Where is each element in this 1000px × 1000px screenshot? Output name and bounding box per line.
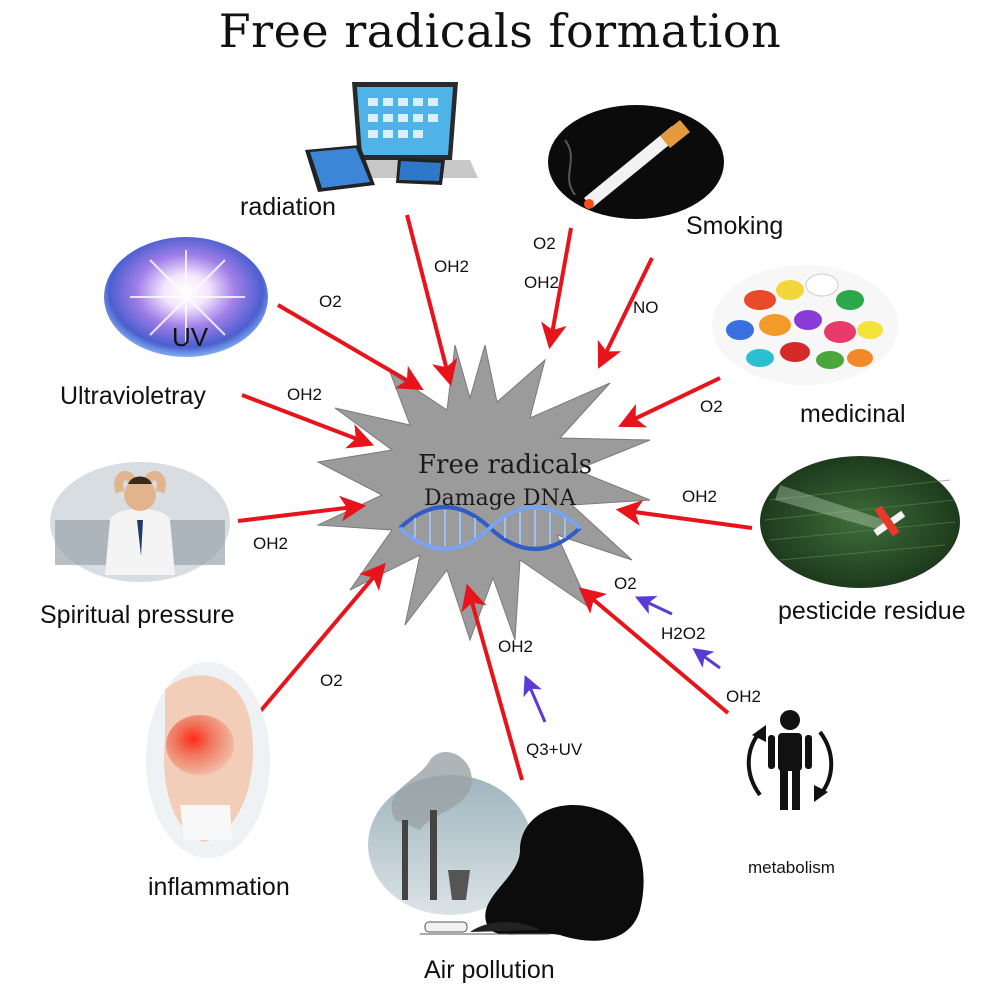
arrow-label-metabolism-o2: O2: [614, 574, 637, 593]
arrow-label-medicinal-o2: O2: [700, 397, 723, 416]
arrow-spiritual: [237, 495, 367, 523]
label-pesticide-residue: pesticide residue: [778, 597, 966, 625]
label-ultravioletray: Ultravioletray: [60, 382, 206, 410]
free-radical-starburst: [316, 344, 651, 642]
arrow-air: [461, 583, 524, 781]
arrow-label-spiritual-oh2: OH2: [253, 534, 288, 553]
human-metabolism-icon: [746, 710, 834, 810]
label-inflammation: inflammation: [148, 873, 290, 901]
arrow-medicinal: [618, 376, 721, 428]
devices-image: [305, 82, 478, 192]
arrow-pesticide: [615, 500, 753, 530]
arrow-label-inflammation-o2: O2: [320, 671, 343, 690]
label-air-pollution: Air pollution: [424, 956, 555, 984]
label-spiritual-pressure: Spiritual pressure: [40, 601, 235, 629]
arrow-label-ultraviolet-oh2: OH2: [287, 385, 322, 404]
crop-duster-image: [760, 456, 960, 588]
arrow-radiation: [405, 214, 458, 387]
center-label-free-radicals: Free radicals: [418, 450, 593, 480]
label-metabolism: metabolism: [748, 858, 835, 877]
red-arrows: [237, 214, 753, 781]
blue-arrows: [523, 596, 721, 723]
arrow-label-air-q3uv: Q3+UV: [526, 740, 583, 759]
stressed-man-image: [50, 462, 230, 582]
arrow-metabolism: [578, 587, 730, 715]
arrow-smoking-2: [597, 257, 654, 369]
arrow-label-uv-o2: O2: [319, 292, 342, 311]
arrow-label-radiation-oh2: OH2: [434, 257, 469, 276]
cigarette-image: [548, 105, 724, 219]
pills-image: [712, 265, 898, 385]
arrow-smoking-1: [541, 227, 573, 350]
label-smoking: Smoking: [686, 212, 784, 240]
arrow-ultraviolet: [241, 393, 375, 449]
dna-helix-icon: [398, 505, 582, 551]
label-radiation: radiation: [240, 193, 336, 221]
uv-image-label: UV: [172, 322, 209, 352]
arrow-label-smoking-no: NO: [633, 298, 659, 317]
diagram-title: Free radicals formation: [218, 4, 782, 58]
arrow-inflammation: [256, 562, 386, 716]
label-medicinal: medicinal: [800, 400, 906, 428]
arrow-label-smoking-o2: O2: [533, 234, 556, 253]
smokestack-pollution-image: [368, 751, 644, 941]
arrow-label-smoking-oh2: OH2: [524, 273, 559, 292]
inflamed-joint-image: [146, 662, 270, 858]
arrow-label-air-oh2: OH2: [498, 637, 533, 656]
arrow-label-metabolism-oh2: OH2: [726, 687, 761, 706]
center-label-damage-dna: Damage DNA: [424, 486, 576, 511]
arrow-label-pesticide-oh2: OH2: [682, 487, 717, 506]
arrow-label-metabolism-h2o2: H2O2: [661, 624, 706, 643]
arrow-uv: [276, 303, 424, 391]
uv-light-image: [104, 237, 268, 357]
